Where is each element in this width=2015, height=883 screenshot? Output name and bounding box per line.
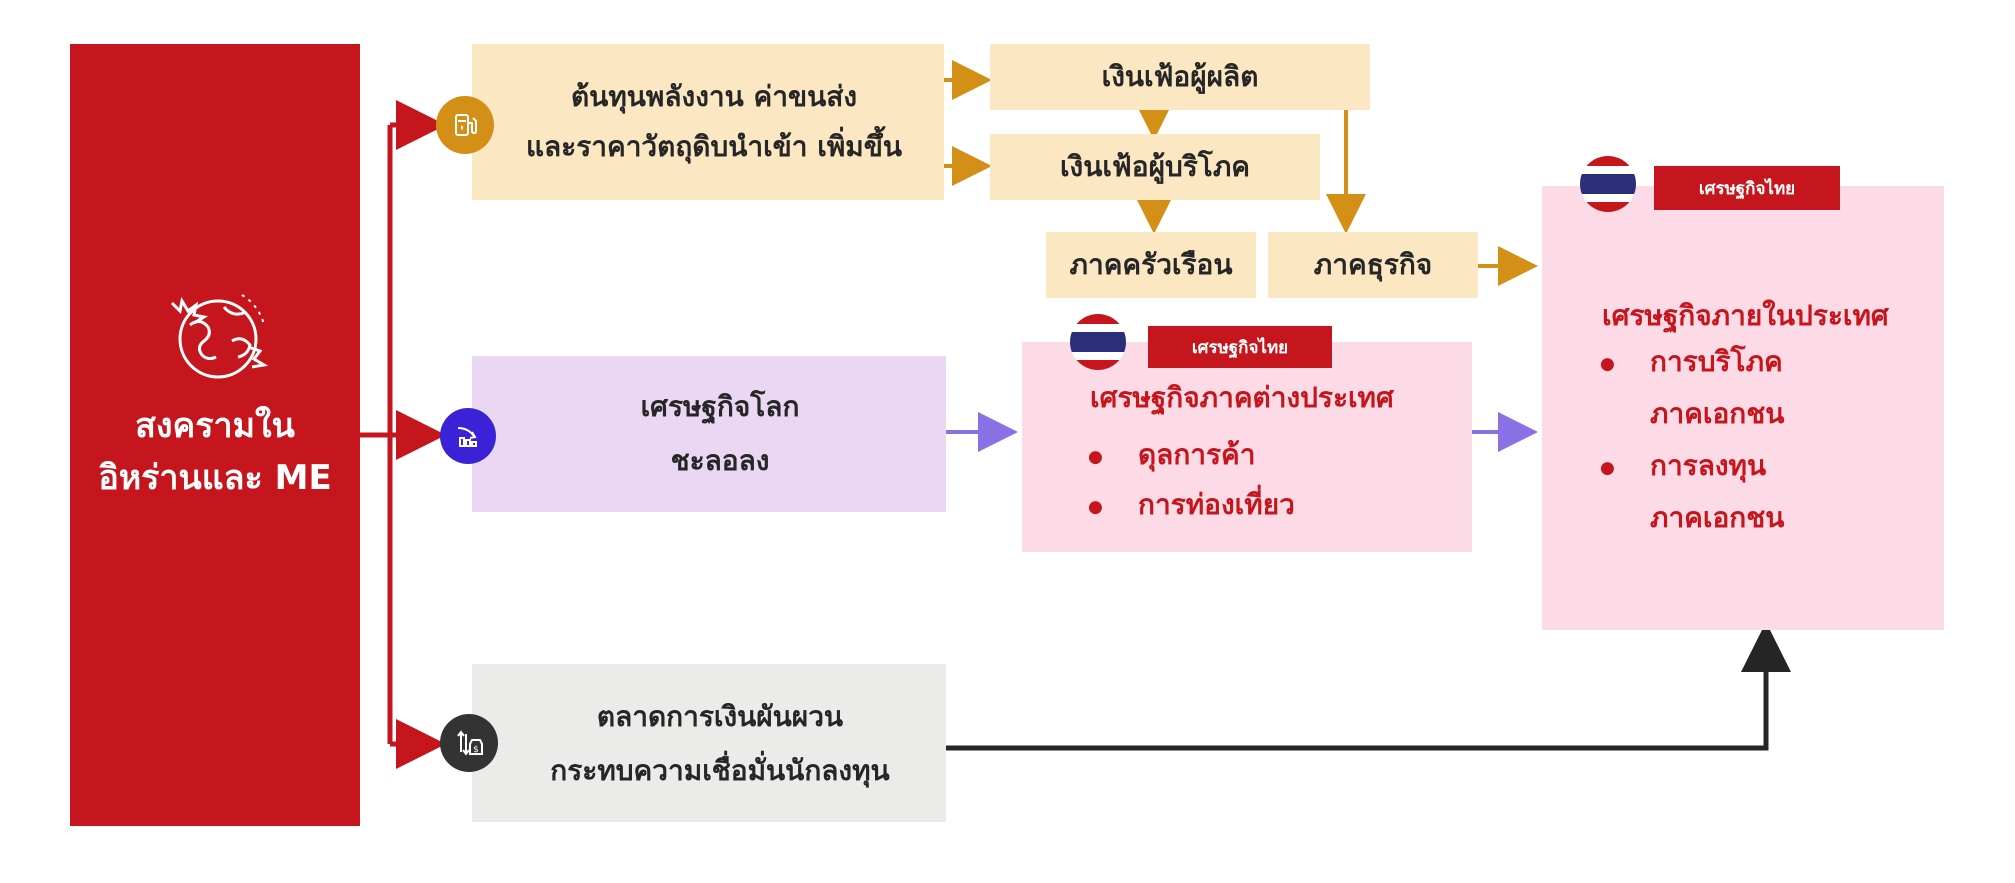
energy-cost-text: ต้นทุนพลังงาน ค่าขนส่ง และราคาวัตถุดิบนำ… xyxy=(494,60,934,184)
external-item-trade-balance: ดุลการค้า xyxy=(1080,430,1460,482)
domestic-item2-line1: การลงทุน xyxy=(1650,449,1767,482)
domestic-item-private-investment: การลงทุน ภาคเอกชน xyxy=(1592,440,1932,544)
financial-market-text: ตลาดการเงินผันผวน กระทบความเชื่อมั่นนักล… xyxy=(500,680,940,808)
domestic-item1-line1: การบริโภค xyxy=(1650,345,1783,378)
financial-market-line2: กระทบความเชื่อมั่นนักลงทุน xyxy=(550,754,890,787)
thai-flag-icon xyxy=(1580,156,1636,212)
market-volatility-icon: $ xyxy=(440,714,498,772)
world-economy-text: เศรษฐกิจโลก ชะลอลง xyxy=(500,370,940,498)
war-title-line2: อิหร่านและ ME xyxy=(98,458,332,498)
domestic-title: เศรษฐกิจภายในประเทศ xyxy=(1602,299,1889,332)
globe-explosion-icon xyxy=(150,285,280,385)
war-title: สงครามใน อิหร่านและ ME xyxy=(70,400,360,504)
external-title: เศรษฐกิจภาคต่างประเทศ xyxy=(1090,381,1394,414)
consumer-inflation-box: เงินเฟ้อผู้บริโภค xyxy=(990,134,1320,200)
external-items: ดุลการค้า การท่องเที่ยว xyxy=(1080,430,1460,532)
domestic-item1-line2: ภาคเอกชน xyxy=(1650,397,1785,430)
producer-inflation-box: เงินเฟ้อผู้ผลิต xyxy=(990,44,1370,110)
fuel-pump-icon xyxy=(436,96,494,154)
war-panel xyxy=(70,44,360,826)
domestic-item2-line2: ภาคเอกชน xyxy=(1650,501,1785,534)
declining-economy-icon xyxy=(440,408,496,464)
external-item-tourism: การท่องเที่ยว xyxy=(1080,480,1460,532)
world-economy-box xyxy=(472,356,946,512)
energy-cost-line1: ต้นทุนพลังงาน ค่าขนส่ง xyxy=(571,80,857,113)
business-box: ภาคธุรกิจ xyxy=(1268,232,1478,298)
domestic-items: การบริโภค ภาคเอกชน การลงทุน ภาคเอกชน xyxy=(1592,336,1932,544)
thai-flag-icon xyxy=(1070,314,1126,370)
household-box: ภาคครัวเรือน xyxy=(1046,232,1256,298)
domestic-item-private-consumption: การบริโภค ภาคเอกชน xyxy=(1592,336,1932,440)
svg-text:$: $ xyxy=(473,745,479,755)
war-title-line1: สงครามใน xyxy=(135,406,295,446)
world-economy-line1: เศรษฐกิจโลก xyxy=(640,390,800,423)
financial-market-line1: ตลาดการเงินผันผวน xyxy=(596,700,844,733)
domestic-badge: เศรษฐกิจไทย xyxy=(1654,166,1840,210)
energy-cost-box xyxy=(472,44,944,200)
financial-market-box xyxy=(472,664,946,822)
world-economy-line2: ชะลอลง xyxy=(670,444,770,477)
energy-cost-line2: และราคาวัตถุดิบนำเข้า เพิ่มขึ้น xyxy=(525,130,903,163)
external-badge: เศรษฐกิจไทย xyxy=(1148,326,1332,368)
